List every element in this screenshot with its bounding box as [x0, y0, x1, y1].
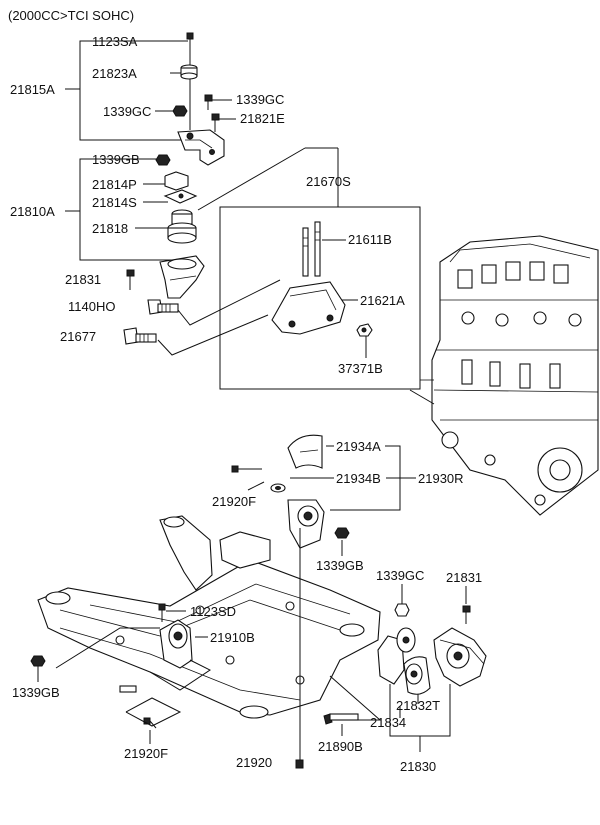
label-21831-b: 21831: [446, 570, 482, 585]
nut-37371B-icon: [356, 323, 373, 337]
label-21621A: 21621A: [360, 293, 405, 308]
label-21818: 21818: [92, 221, 128, 236]
insulator-21818-icon: [167, 209, 197, 244]
label-21834: 21834: [370, 715, 406, 730]
bracket-21810A-icon: [159, 255, 205, 299]
engine-block-illustration: [420, 235, 599, 516]
label-1123SA: 1123SA: [92, 34, 138, 49]
label-1123SD: 1123SD: [190, 604, 236, 619]
detail-box-21670S: [219, 206, 421, 390]
bolt-1339GC-icon: [204, 94, 213, 110]
washer-21934B-icon: [270, 483, 286, 493]
bolt-21890B-icon: [323, 713, 359, 725]
label-1140HO: 1140HO: [68, 299, 115, 314]
nut-1339GC-icon: [172, 105, 188, 117]
bracket-21815A-icon: [177, 129, 225, 166]
cap-21823A-icon: [180, 64, 198, 80]
label-37371B: 37371B: [338, 361, 383, 376]
label-1339GB-b: 1339GB: [316, 558, 364, 573]
label-21810A: 21810A: [10, 204, 55, 219]
bracket-21834-icon: [377, 627, 416, 685]
label-21930R: 21930R: [418, 471, 464, 486]
label-21920: 21920: [236, 755, 272, 770]
bolt-21920-icon: [295, 528, 304, 769]
label-21934A: 21934A: [336, 439, 381, 454]
label-21832T: 21832T: [396, 698, 440, 713]
insulator-21832T-icon: [403, 656, 431, 695]
bolt-21831-b-icon: [462, 605, 471, 624]
label-21815A: 21815A: [10, 82, 55, 97]
bolt-21677-icon: [123, 327, 157, 345]
nut-1339GC-c-icon: [394, 603, 410, 617]
label-21670S: 21670S: [306, 174, 351, 189]
subframe-crossmember-illustration: [37, 515, 381, 719]
label-21830: 21830: [400, 759, 436, 774]
label-21611B: 21611B: [348, 232, 392, 247]
bolt-1123SA-icon: [186, 32, 194, 50]
group-21815A-leader-lines: [65, 40, 236, 141]
bolt-1140HO-icon: [147, 299, 179, 315]
label-1339GB-a: 1339GB: [92, 152, 140, 167]
mount-21934A-icon: [287, 434, 323, 469]
label-21831-a: 21831: [65, 272, 101, 287]
bolt-21920F-b-icon: [143, 717, 157, 729]
bolt-21821E-icon: [211, 113, 220, 132]
plate-21814S-icon: [163, 189, 198, 204]
label-21890B: 21890B: [318, 739, 363, 754]
clip-21814P-icon: [164, 171, 189, 191]
bolt-21920F-a-icon: [231, 465, 262, 473]
nut-1339GB-b-icon: [334, 527, 350, 539]
bolt-21831-a-icon: [126, 269, 135, 286]
label-21677: 21677: [60, 329, 96, 344]
nut-1339GB-icon: [155, 154, 171, 166]
stud-21611B-icon: [302, 221, 321, 277]
bushing-21930R-icon: [287, 499, 325, 549]
label-21920F-a: 21920F: [212, 494, 256, 509]
label-21821E: 21821E: [240, 111, 285, 126]
label-21814S: 21814S: [92, 195, 137, 210]
variant-header: (2000CC>TCI SOHC): [8, 8, 134, 23]
label-21823A: 21823A: [92, 66, 137, 81]
label-21814P: 21814P: [92, 177, 137, 192]
label-21934B: 21934B: [336, 471, 381, 486]
bracket-21830-icon: [433, 627, 487, 687]
label-21920F-b: 21920F: [124, 746, 168, 761]
bracket-21621A-icon: [271, 281, 346, 335]
label-21910B: 21910B: [210, 630, 255, 645]
nut-1339GB-c-icon: [30, 655, 46, 667]
bolt-1123SD-icon: [158, 603, 166, 622]
mount-21910B-icon: [159, 619, 193, 669]
label-1339GC-b: 1339GC: [236, 92, 284, 107]
label-1339GB-c: 1339GB: [12, 685, 60, 700]
label-1339GC-c: 1339GC: [376, 568, 424, 583]
label-1339GC-a: 1339GC: [103, 104, 151, 119]
